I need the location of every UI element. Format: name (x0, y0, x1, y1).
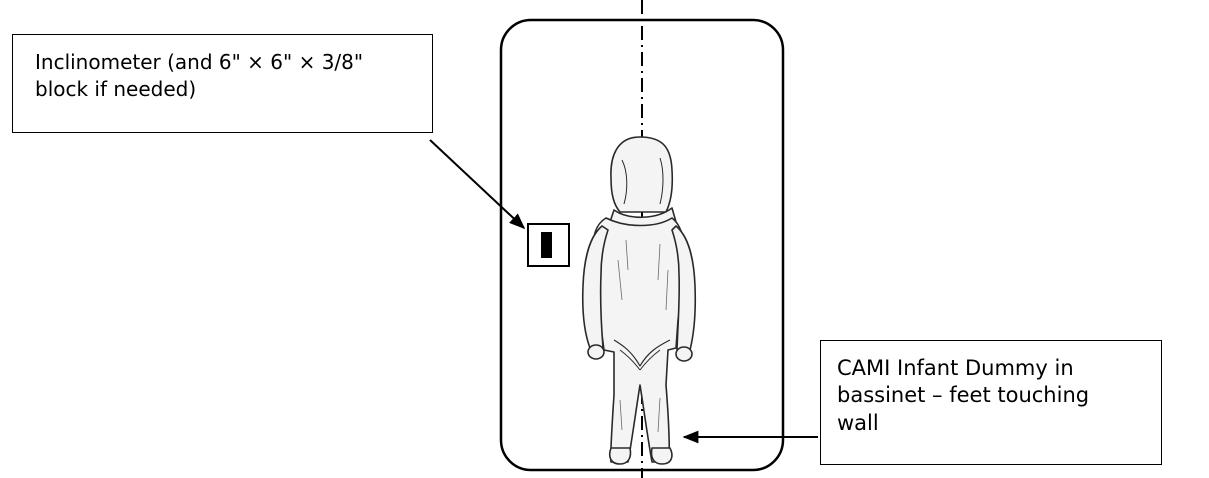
dummy-callout: CAMI Infant Dummy in bassinet – feet tou… (820, 340, 1162, 465)
inclinometer-leader-arrow (429, 139, 526, 230)
inclinometer-callout: Inclinometer (and 6" × 6" × 3/8" block i… (12, 34, 433, 133)
dummy-callout-line-3: wall (837, 410, 879, 435)
inclinometer-callout-line-1: Inclinometer (and 6" × 6" × 3/8" (35, 50, 364, 74)
dummy-callout-line-2: bassinet – feet touching (837, 383, 1090, 408)
infant-dummy-sketch (581, 136, 697, 465)
dummy-callout-line-1: CAMI Infant Dummy in (837, 356, 1074, 380)
inclinometer-icon (527, 223, 570, 267)
inclinometer-callout-line-2: block if needed) (35, 77, 197, 101)
